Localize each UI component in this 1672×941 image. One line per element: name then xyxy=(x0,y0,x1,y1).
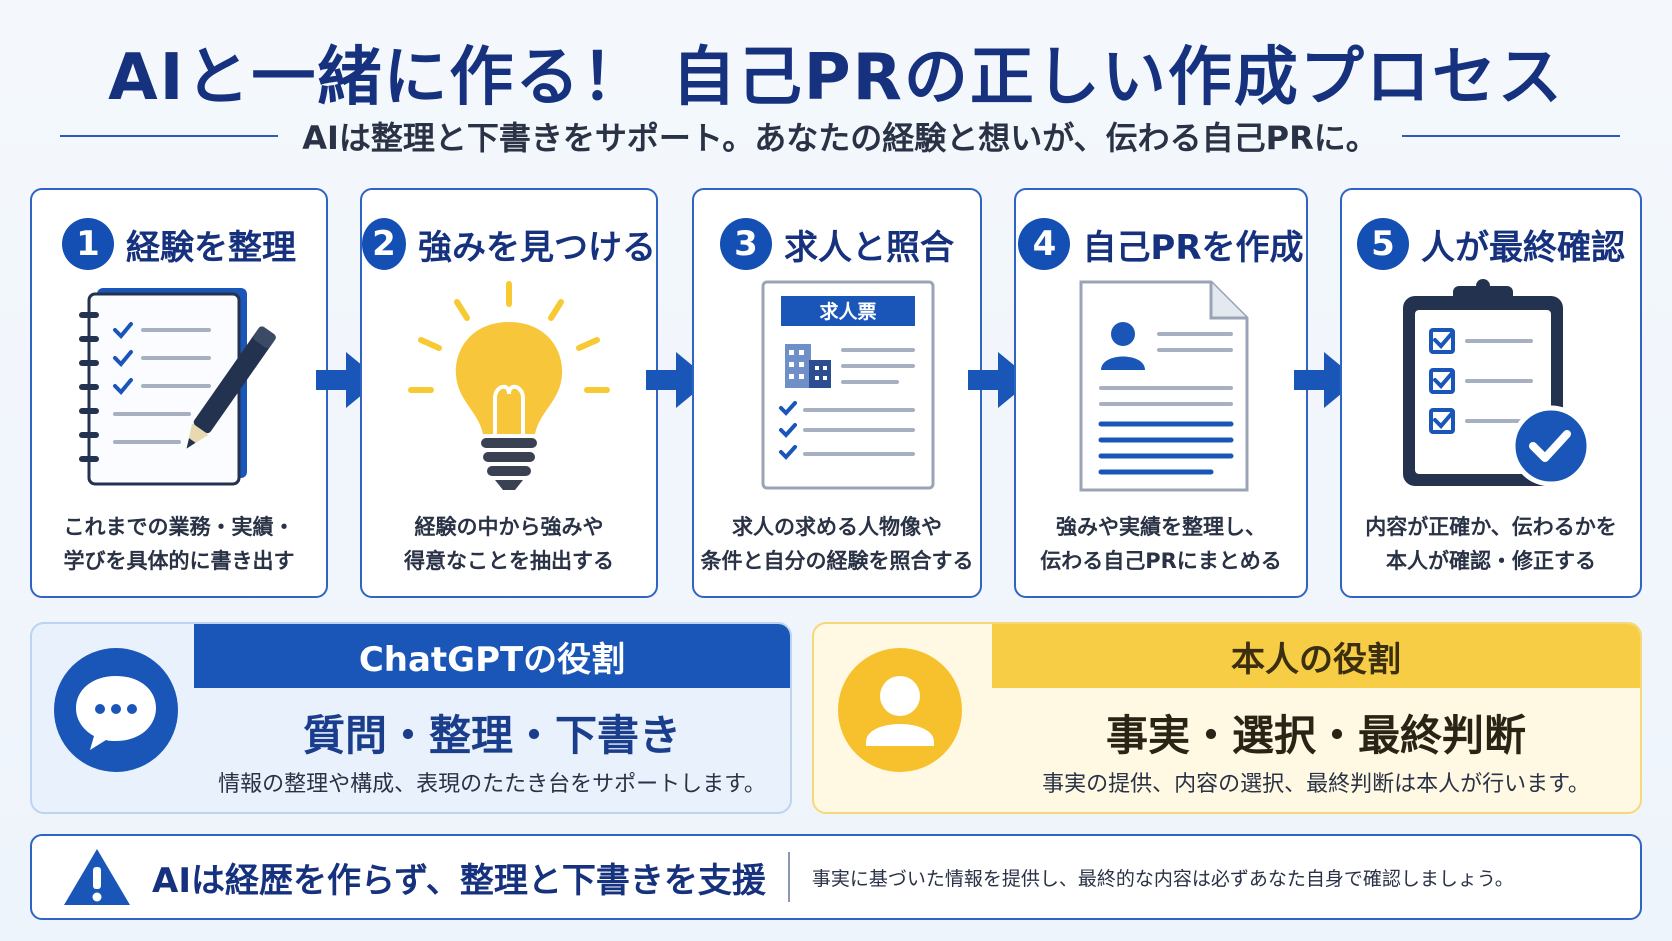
step-5-number: 5 xyxy=(1357,218,1409,270)
step-2-header: 2 強みを見つける xyxy=(362,218,656,270)
step-4-header: 4 自己PRを作成 xyxy=(1016,218,1306,270)
arrow-right-icon xyxy=(316,352,380,408)
step-4-number: 4 xyxy=(1018,218,1071,270)
chat-bubble-icon xyxy=(54,648,178,772)
step-4-label: 自己PRを作成 xyxy=(1082,227,1304,268)
arrow-right-icon xyxy=(646,352,710,408)
subtitle-row: AIは整理と下書きをサポート。あなたの経験と想いが、伝わる自己PRに。 xyxy=(60,116,1620,157)
step-4-desc-line2: 伝わる自己PRにまとめる xyxy=(1040,549,1282,573)
job-posting-icon: 求人票 xyxy=(761,280,935,490)
step-2-description: 経験の中から強みや 得意なことを抽出する xyxy=(362,510,656,578)
notebook-pen-icon xyxy=(79,288,276,486)
step-5-description: 内容が正確か、伝わるかを 本人が確認・修正する xyxy=(1342,510,1640,578)
notice-banner: AIは経歴を作らず、整理と下書きを支援 事実に基づいた情報を提供し、最終的な内容… xyxy=(30,834,1642,920)
step-1-header: 1 経験を整理 xyxy=(32,218,326,270)
step-5-label: 人が最終確認 xyxy=(1421,227,1625,268)
step-3-card: 3 求人と照合 求人票 求人の求める人物像や 条件と自分の経験を照合する xyxy=(692,188,982,598)
lightbulb-icon xyxy=(408,281,610,490)
self-role-description: 事実の提供、内容の選択、最終判断は本人が行います。 xyxy=(1042,772,1590,797)
step-5-card: 5 人が最終確認 内容が正確か、伝わるかを 本人が確認・修正する xyxy=(1340,188,1642,598)
divider-left xyxy=(60,135,279,137)
step-3-label: 求人と照合 xyxy=(784,227,954,268)
step-2-number: 2 xyxy=(362,218,406,270)
step-1-card: 1 経験を整理 これまでの業務・実績・ 学びを具体的に書き出す xyxy=(30,188,328,598)
step-1-description: これまでの業務・実績・ 学びを具体的に書き出す xyxy=(32,510,326,578)
step-1-label: 経験を整理 xyxy=(126,227,296,268)
page-title: AIと一緒に作る！ 自己PRの正しい作成プロセス xyxy=(108,41,1564,115)
step-2-card: 2 強みを見つける 経験の中から強みや 得意なことを抽出する xyxy=(360,188,658,598)
step-1-number: 1 xyxy=(62,218,114,270)
chatgpt-role-tag: ChatGPTの役割 xyxy=(194,624,790,688)
chatgpt-role-keywords: 質問・整理・下書き xyxy=(302,711,681,760)
self-role-tag: 本人の役割 xyxy=(992,624,1640,688)
step-5-desc-line2: 本人が確認・修正する xyxy=(1386,549,1596,573)
clipboard-check-icon xyxy=(1403,279,1592,487)
step-4-card: 4 自己PRを作成 強みや実績を整理し、 伝わる自己PRにまとめる xyxy=(1014,188,1308,598)
step-3-desc-line1: 求人の求める人物像や xyxy=(732,515,942,539)
step-3-desc-line2: 条件と自分の経験を照合する xyxy=(700,549,974,573)
resume-document-icon xyxy=(1079,280,1249,492)
divider-right xyxy=(1401,135,1620,137)
step-3-header: 3 求人と照合 xyxy=(694,218,980,270)
step-5-desc-line1: 内容が正確か、伝わるかを xyxy=(1365,515,1617,539)
step-5-header: 5 人が最終確認 xyxy=(1342,218,1640,270)
step-1-desc-line1: これまでの業務・実績・ xyxy=(63,515,295,539)
warning-icon xyxy=(64,849,130,905)
step-4-desc-line1: 強みや実績を整理し、 xyxy=(1056,515,1266,539)
person-icon xyxy=(838,648,962,772)
subtitle: AIは整理と下書きをサポート。あなたの経験と想いが、伝わる自己PRに。 xyxy=(302,119,1378,157)
arrow-right-icon xyxy=(1294,352,1358,408)
job-sheet-title: 求人票 xyxy=(819,300,876,323)
chatgpt-role-description: 情報の整理や構成、表現のたたき台をサポートします。 xyxy=(218,772,766,797)
step-2-desc-line2: 得意なことを抽出する xyxy=(404,549,614,573)
step-3-description: 求人の求める人物像や 条件と自分の経験を照合する xyxy=(694,510,980,578)
step-4-description: 強みや実績を整理し、 伝わる自己PRにまとめる xyxy=(1016,510,1306,578)
notice-headline: AIは経歴を作らず、整理と下書きを支援 xyxy=(152,860,766,901)
arrow-right-icon xyxy=(968,352,1032,408)
step-2-desc-line1: 経験の中から強みや xyxy=(414,515,604,539)
self-role-keywords: 事実・選択・最終判断 xyxy=(1105,711,1526,760)
self-role-panel: 本人の役割 事実・選択・最終判断 事実の提供、内容の選択、最終判断は本人が行いま… xyxy=(812,622,1642,814)
step-2-label: 強みを見つける xyxy=(418,227,656,268)
step-3-number: 3 xyxy=(720,218,772,270)
notice-divider xyxy=(787,852,790,902)
step-1-desc-line2: 学びを具体的に書き出す xyxy=(63,549,295,573)
chatgpt-role-panel: ChatGPTの役割 質問・整理・下書き 情報の整理や構成、表現のたたき台をサポ… xyxy=(30,622,792,814)
notice-text: 事実に基づいた情報を提供し、最終的な内容は必ずあなた自身で確認しましょう。 xyxy=(811,867,1514,890)
